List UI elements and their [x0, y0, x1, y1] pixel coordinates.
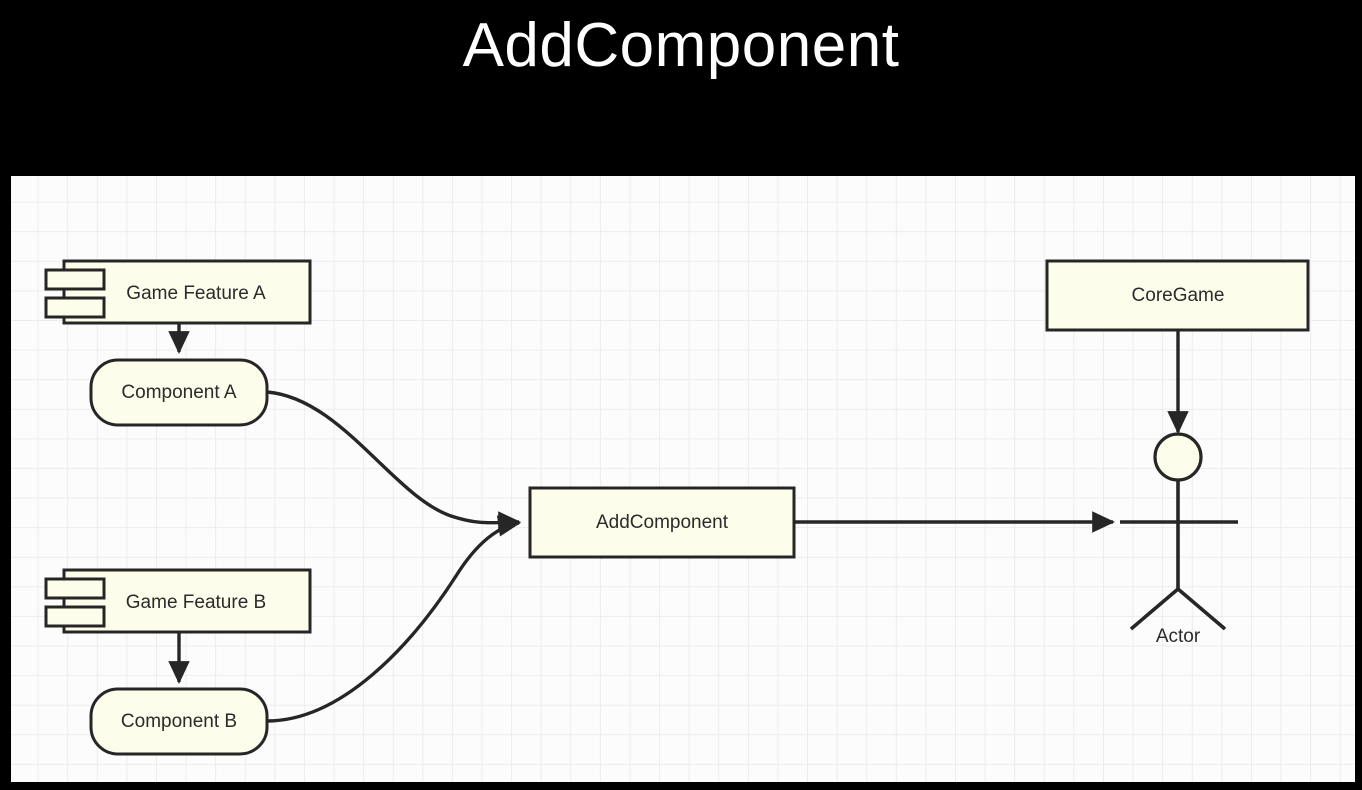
core-game-body — [1045, 259, 1310, 332]
core-game-label: CoreGame — [1132, 285, 1225, 306]
diagram-svg: Game Feature A Component A Game Feature … — [44, 259, 1310, 756]
component-b-label: Component B — [121, 711, 237, 732]
node-game-feature-b[interactable]: Game Feature B — [44, 568, 312, 634]
actor-leg-right — [1176, 587, 1227, 631]
actor-leg-left — [1129, 587, 1180, 631]
component-a-body — [89, 358, 269, 427]
node-component-a[interactable]: Component A — [89, 358, 269, 427]
component-a-label: Component A — [121, 382, 236, 403]
game-feature-a-label: Game Feature A — [126, 283, 266, 304]
node-game-feature-a[interactable]: Game Feature A — [44, 259, 312, 325]
edge-layer — [168, 323, 1189, 723]
node-add-component[interactable]: AddComponent — [528, 486, 796, 559]
game-feature-a-tab-bottom — [44, 296, 106, 319]
node-actor[interactable]: Actor — [1120, 432, 1238, 647]
title-banner: AddComponent — [0, 0, 1362, 176]
edge-component-a-to-add-component — [266, 390, 521, 533]
diagram-canvas[interactable]: Game Feature A Component A Game Feature … — [11, 176, 1355, 782]
page-title: AddComponent — [462, 11, 900, 80]
node-core-game[interactable]: CoreGame — [1045, 259, 1310, 332]
node-component-b[interactable]: Component B — [89, 687, 269, 756]
edge-component-b-to-add-component — [266, 515, 521, 723]
game-feature-b-tab-top — [44, 577, 106, 600]
game-feature-b-tab-bottom — [44, 605, 106, 628]
actor-label: Actor — [1156, 626, 1201, 647]
game-feature-a-tab-top — [44, 268, 106, 291]
add-component-label: AddComponent — [596, 512, 729, 533]
actor-head — [1153, 432, 1203, 482]
add-component-body — [528, 486, 796, 559]
component-b-body — [89, 687, 269, 756]
game-feature-b-label: Game Feature B — [126, 592, 266, 613]
